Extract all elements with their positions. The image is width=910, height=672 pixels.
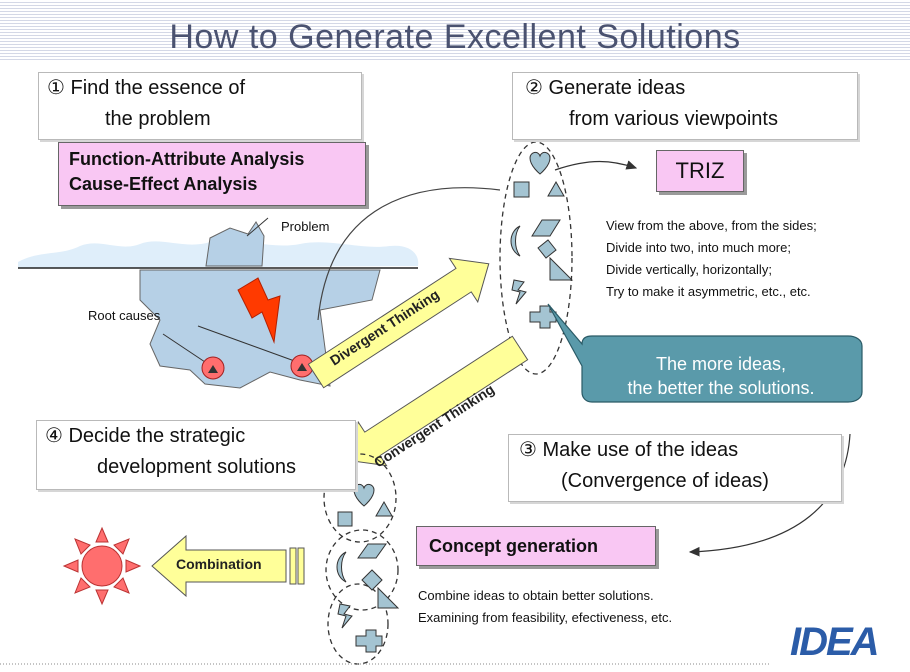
combination-label: Combination (176, 556, 262, 572)
bubble-line2: the better the solutions. (627, 378, 815, 398)
idea-shapes-top (510, 151, 574, 329)
step2-box: ② Generate ideas from various viewpoints (512, 72, 858, 140)
bubble-text: The more ideas, the better the solutions… (588, 352, 854, 400)
viewpoint-item: Divide into two, into much more; (606, 240, 791, 255)
bottom-oval-2 (325, 529, 399, 611)
combine-note: Combine ideas to obtain better solutions… (418, 588, 654, 603)
viewpoints-list: View from the above, from the sides; Div… (606, 215, 817, 303)
combine-notes: Combine ideas to obtain better solutions… (418, 585, 672, 629)
step3-line2: (Convergence of ideas) (561, 470, 769, 492)
viewpoint-item: Divide vertically, horizontally; (606, 262, 772, 277)
analysis-line1: Function-Attribute Analysis (69, 149, 305, 169)
bottom-oval-1 (323, 453, 397, 543)
bubble-line1: The more ideas, (655, 354, 787, 374)
divergent-arrow (307, 257, 490, 389)
sun-icon (62, 526, 142, 606)
step3-line1: ③ Make use of the ideas (519, 439, 739, 461)
triz-box: TRIZ (656, 150, 744, 192)
viewpoint-item: View from the above, from the sides; (606, 218, 817, 233)
problem-pointer (246, 217, 269, 237)
viewpoint-item: Try to make it asymmetric, etc., etc. (606, 284, 811, 299)
header-band (0, 0, 910, 62)
problem-label: Problem (281, 219, 330, 234)
triz-arrow (554, 160, 638, 171)
page-title: How to Generate Excellent Solutions (169, 18, 741, 56)
combination-arrow (151, 534, 305, 598)
step4-box: ④ Decide the strategic development solut… (36, 420, 356, 490)
ideas-oval (499, 141, 573, 375)
root-cause-pointer-2 (197, 325, 301, 364)
iceberg-top (205, 221, 265, 267)
step1-line2: the problem (105, 108, 211, 130)
step3-box: ③ Make use of the ideas (Convergence of … (508, 434, 842, 502)
root-cause-pointer-1 (162, 333, 209, 365)
concept-generation-box: Concept generation (416, 526, 656, 566)
idea-shapes-bottom (336, 483, 400, 653)
step1-line1: ① Find the essence of (47, 77, 246, 99)
idea-logo: IDEA (790, 620, 880, 664)
step2-line2: from various viewpoints (569, 108, 778, 130)
combine-note: Examining from feasibility, efectiveness… (418, 610, 673, 625)
analysis-line2: Cause-Effect Analysis (69, 174, 258, 194)
speech-bubble (547, 303, 863, 403)
idea-curve (317, 187, 501, 321)
root-causes-label: Root causes (88, 308, 161, 323)
step2-line1: ② Generate ideas (525, 77, 686, 99)
step1-box: ① Find the essence of the problem (38, 72, 362, 140)
step4-line1: ④ Decide the strategic (45, 425, 246, 447)
lightning-icon (237, 277, 281, 344)
concept-arrow (688, 433, 851, 557)
analysis-box: Function-Attribute Analysis Cause-Effect… (58, 142, 366, 206)
step4-line2: development solutions (97, 456, 297, 478)
